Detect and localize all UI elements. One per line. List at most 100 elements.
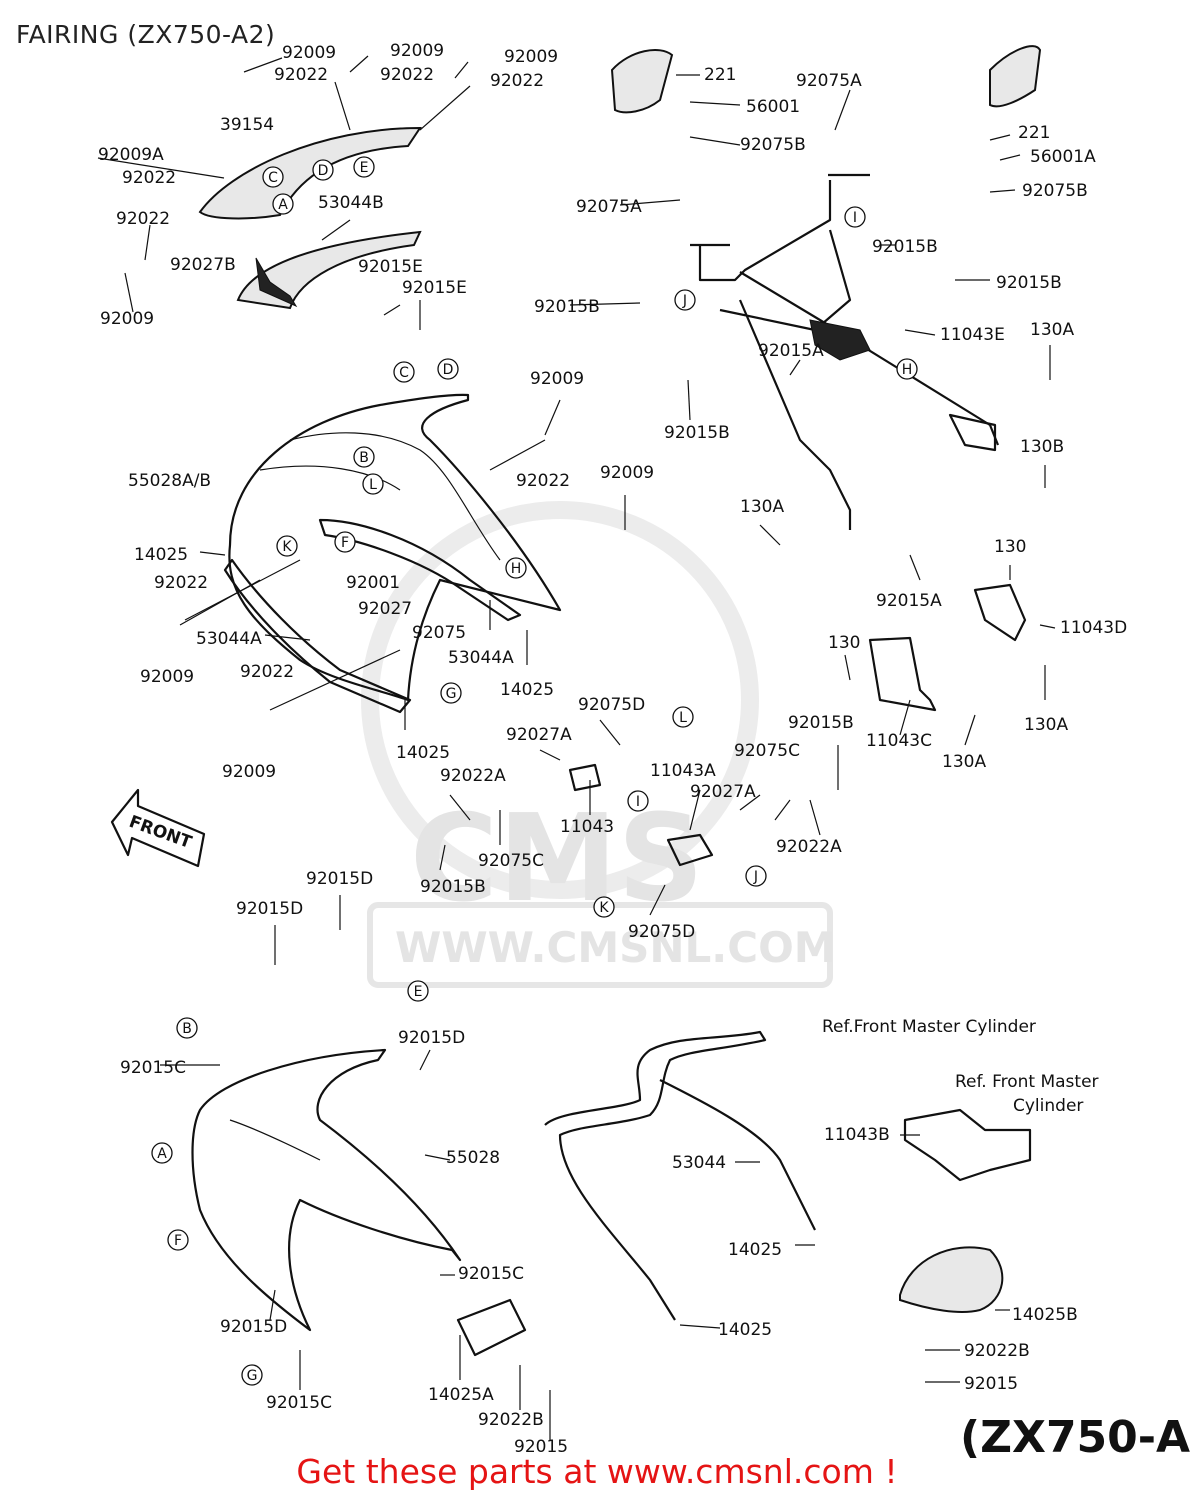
part-number-label: 56001	[746, 97, 800, 117]
marker-l: L	[672, 706, 694, 728]
marker-circle	[334, 531, 356, 553]
marker-circle	[312, 159, 334, 181]
marker-circle	[272, 193, 294, 215]
part-number-label: 11043E	[940, 325, 1005, 345]
leader-line	[789, 359, 801, 376]
leader-line	[989, 189, 1016, 193]
part-number-label: 221	[704, 65, 736, 85]
part-number-label: 92015C	[458, 1264, 524, 1284]
part-number-label: 92022A	[440, 766, 506, 786]
marker-circle	[672, 706, 694, 728]
marker-letter: E	[414, 984, 423, 1000]
footer-link-text[interactable]: Get these parts at www.cmsnl.com !	[296, 1452, 898, 1491]
reference-note: Cylinder	[1013, 1096, 1083, 1116]
marker-e: E	[353, 156, 375, 178]
marker-letter: F	[174, 1233, 182, 1249]
part-number-label: 14025B	[1012, 1305, 1078, 1325]
part-number-label: 53044A	[196, 629, 262, 649]
leader-line	[97, 157, 225, 179]
part-number-label: 92075D	[628, 922, 695, 942]
marker-circle	[627, 790, 649, 812]
marker-letter: G	[247, 1368, 258, 1384]
model-label: (ZX750-A	[960, 1412, 1191, 1463]
marker-letter: D	[318, 163, 329, 179]
marker-j: J	[674, 289, 696, 311]
part-number-label: 11043	[560, 817, 614, 837]
marker-d: D	[312, 159, 334, 181]
part-number-label: 92075	[412, 623, 466, 643]
front-arrow-label: FRONT	[126, 812, 194, 853]
marker-letter: K	[282, 539, 292, 555]
marker-c: C	[393, 361, 415, 383]
marker-circle	[593, 896, 615, 918]
part-number-label: 92009A	[98, 145, 164, 165]
leader-line	[899, 699, 911, 736]
part-number-label: 92015C	[266, 1393, 332, 1413]
marker-letter: A	[278, 197, 288, 213]
marker-circle	[437, 358, 459, 380]
leader-line	[844, 654, 851, 681]
marker-circle	[674, 289, 696, 311]
part-number-label: 130A	[740, 497, 784, 517]
marker-circle	[176, 1017, 198, 1039]
part-number-label: 92075A	[576, 197, 642, 217]
part-number-label: 92015B	[420, 877, 486, 897]
marker-a: A	[272, 193, 294, 215]
part-labels: 9200992022920099202292009920223915492009…	[98, 41, 1127, 1457]
part-number-label: 130A	[1024, 715, 1068, 735]
reference-note: Ref.Front Master Cylinder	[822, 1017, 1036, 1037]
leader-line	[269, 1289, 276, 1321]
marker-letter: F	[341, 535, 349, 551]
leader-lines	[97, 55, 1056, 1440]
leader-line	[989, 134, 1011, 141]
part-number-label: 92015	[964, 1374, 1018, 1394]
part-number-label: 14025	[718, 1320, 772, 1340]
part-number-label: 92015D	[306, 869, 373, 889]
marker-letter: I	[853, 210, 857, 226]
marker-circle	[353, 446, 375, 468]
part-number-label: 92015A	[876, 591, 942, 611]
leader-line	[689, 136, 741, 146]
marker-letter: E	[360, 160, 369, 176]
marker-g: G	[241, 1364, 263, 1386]
reference-note: Ref. Front Master	[955, 1072, 1099, 1092]
part-number-label: 92015B	[534, 297, 600, 317]
marker-circle	[440, 682, 462, 704]
leader-line	[904, 329, 936, 336]
marker-letter: H	[511, 561, 522, 577]
edge-trim-53044	[544, 1030, 816, 1321]
part-number-label: 130A	[1030, 320, 1074, 340]
marker-letter: A	[157, 1146, 167, 1162]
marker-circle	[262, 166, 284, 188]
leader-line	[544, 399, 561, 436]
marker-letter: H	[902, 362, 913, 378]
marker-l: L	[362, 473, 384, 495]
part-number-label: 92022B	[478, 1410, 544, 1430]
leader-line	[619, 199, 681, 206]
part-number-label: 92075A	[796, 71, 862, 91]
part-number-label: 92022B	[964, 1341, 1030, 1361]
part-number-label: 92022	[516, 471, 570, 491]
part-number-label: 53044	[672, 1153, 726, 1173]
marker-circle	[745, 865, 767, 887]
mirror-stay-bracket	[610, 45, 1042, 530]
part-number-label: 92015E	[358, 257, 423, 277]
marker-circle	[276, 535, 298, 557]
marker-a: A	[151, 1142, 173, 1164]
part-number-label: 130	[828, 633, 860, 653]
leader-line	[383, 304, 401, 316]
leader-line	[649, 884, 666, 916]
leader-line	[834, 89, 851, 131]
marker-circle	[407, 980, 429, 1002]
marker-circle	[151, 1142, 173, 1164]
part-number-label: 92015B	[664, 423, 730, 443]
part-number-label: 11043B	[824, 1125, 890, 1145]
leader-line	[759, 524, 781, 546]
part-number-label: 92009	[100, 309, 154, 329]
leader-line	[269, 649, 401, 711]
part-number-label: 92027A	[506, 725, 572, 745]
leader-line	[334, 81, 351, 131]
lower-fairing	[191, 1048, 527, 1357]
